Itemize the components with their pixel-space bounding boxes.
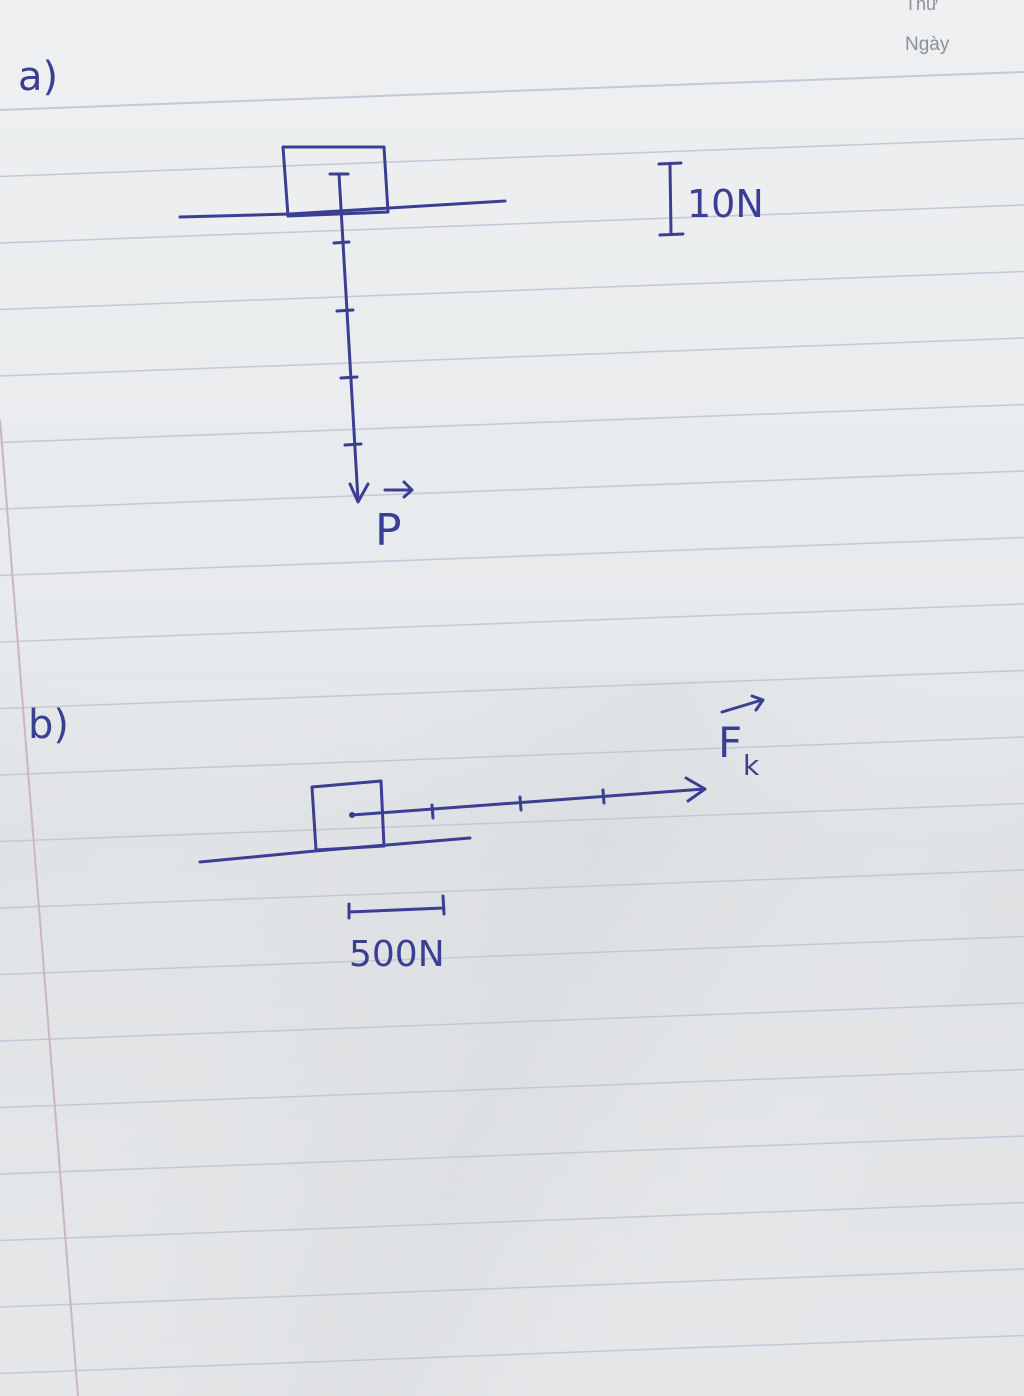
part-a-figure	[178, 145, 507, 504]
rule-line	[0, 802, 1024, 843]
rule-line	[0, 137, 1024, 178]
margin-line	[0, 419, 79, 1396]
part-a-block	[281, 145, 390, 218]
rule-line	[0, 736, 1024, 776]
part-b-scale-legend: 500N	[347, 894, 446, 975]
part-b-figure	[198, 776, 707, 864]
rule-line	[0, 403, 1024, 444]
part-b-tick-3	[601, 788, 606, 805]
rule-line	[0, 1201, 1024, 1242]
rule-line	[0, 71, 1024, 111]
rule-line	[0, 337, 1024, 377]
part-a-scale-legend: 10N	[657, 161, 764, 237]
rule-line	[0, 470, 1024, 510]
part-a-vector-label: P	[375, 480, 414, 556]
rule-line	[0, 603, 1024, 643]
ruled-lines	[0, 71, 1024, 1375]
rule-line	[0, 270, 1024, 311]
scale-bar	[657, 161, 685, 237]
rule-line	[0, 1068, 1024, 1109]
part-a-scale-label: 10N	[687, 182, 764, 226]
part-b-vector-shaft	[350, 787, 706, 817]
vector-arrow-over-f	[720, 694, 765, 714]
rule-line	[0, 1135, 1024, 1175]
part-a-tick-2	[335, 308, 355, 313]
date-label: Ngày	[905, 34, 950, 55]
rule-line	[0, 869, 1024, 909]
part-a-surface	[178, 199, 507, 219]
vector-arrow-over-p	[383, 480, 414, 499]
rule-line	[0, 536, 1024, 577]
part-b-scale-label: 500N	[349, 934, 445, 975]
part-b-block	[310, 779, 386, 852]
rule-line	[0, 1268, 1024, 1308]
part-a-label: a)	[18, 54, 58, 100]
rule-line	[0, 204, 1024, 244]
part-b-tick-1	[430, 803, 435, 820]
rule-line	[0, 1002, 1024, 1042]
page-shadow	[0, 680, 1024, 1396]
p-letter: P	[375, 505, 402, 556]
rule-line	[0, 935, 1024, 976]
part-b-tick-2	[518, 795, 523, 812]
part-b-label: b)	[28, 702, 69, 748]
scale-bar	[347, 894, 446, 920]
rule-line	[0, 669, 1024, 710]
part-a-tick-4	[343, 442, 363, 447]
part-b-vector-label: F k	[718, 694, 765, 782]
top-cut-label: Thứ	[905, 0, 938, 14]
f-letter: F	[718, 718, 742, 767]
part-b-arrow-head	[684, 776, 707, 803]
k-subscript: k	[743, 749, 760, 782]
rule-line	[0, 1334, 1024, 1375]
part-a-tick-3	[339, 375, 359, 380]
part-a-vector-shaft	[337, 172, 360, 502]
part-a-arrow-head	[348, 482, 370, 504]
part-a-tick-1	[332, 240, 351, 245]
